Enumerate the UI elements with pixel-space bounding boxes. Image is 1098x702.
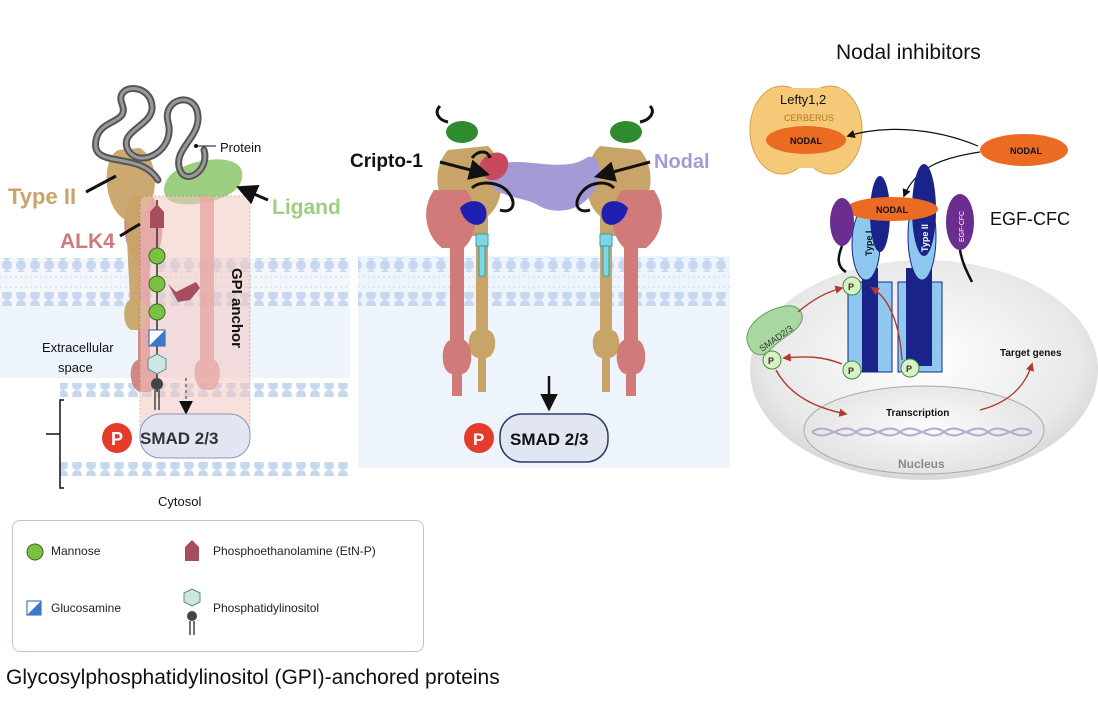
nodal-dimer <box>488 156 600 211</box>
nucleus-label: Nucleus <box>898 457 945 471</box>
legend-glucosamine: Glucosamine <box>51 601 122 615</box>
legend-mannose-icon <box>26 543 44 561</box>
smad-blob-left <box>139 413 251 459</box>
protein-label: Protein <box>220 140 261 155</box>
right-panel: Nodal inhibitors Lefty1,2 CERBERUS NODAL… <box>746 41 1098 480</box>
p-badge-right-3: P <box>848 366 854 376</box>
egf-cfc-label: EGF-CFC <box>990 209 1070 229</box>
cripto-label: Cripto-1 <box>350 151 423 172</box>
smad-label-middle: SMAD 2/3 <box>510 430 588 449</box>
alk4-pointer <box>119 222 141 238</box>
extracellular-label-line1: Extracellular <box>42 340 114 355</box>
nodal-label: Nodal <box>654 151 710 173</box>
nodal-free-label: NODAL <box>1010 146 1042 156</box>
p-badge-left <box>102 423 132 453</box>
middle-left-receptors <box>426 104 502 396</box>
protein-coils-inner <box>94 87 207 182</box>
ligand-label: Ligand <box>272 196 341 219</box>
ligand-pointer <box>236 184 269 205</box>
nodal-bound-label: NODAL <box>790 136 822 146</box>
legend-phosphatidylinositol-icon <box>183 588 201 607</box>
extracellular-label-line2: space <box>58 360 93 375</box>
nodal-bound-blob <box>766 126 846 154</box>
nucleus <box>803 385 1045 475</box>
p-badge-right-1: P <box>848 282 854 292</box>
nodal-pointer <box>593 160 651 182</box>
gpi-chain <box>147 200 200 415</box>
legend-mannose: Mannose <box>51 544 101 558</box>
phosphatidylinositol-glyph <box>147 353 167 375</box>
pathway-arrows <box>775 285 1035 417</box>
legend: Mannose Phosphoethanolamine (EtN-P) Gluc… <box>12 520 424 652</box>
middle-panel: Cripto-1 Nodal SMAD 2/3 P <box>350 104 730 468</box>
smad23-shape <box>746 305 803 356</box>
phospho-badges: P P P P <box>762 276 920 380</box>
dna-helix <box>811 427 1033 437</box>
pi-lipid-head <box>151 378 163 390</box>
right-panel-title: Nodal inhibitors <box>836 41 981 64</box>
p-badge-middle <box>464 423 494 453</box>
cytosol-label: Cytosol <box>158 494 201 509</box>
type-ii-label-right: Type II <box>920 224 930 252</box>
middle-right-receptors <box>586 104 662 396</box>
bind-arrow <box>902 151 981 198</box>
p-badge-right-2: P <box>768 356 774 366</box>
legend-etn-p-icon <box>185 540 199 561</box>
legend-etn-p: Phosphoethanolamine (EtN-P) <box>213 544 376 558</box>
footer-title: Glycosylphosphatidylinositol (GPI)-ancho… <box>6 666 500 689</box>
legend-glyphs <box>26 540 201 635</box>
gpi-anchor-label: GPI anchor <box>228 268 245 348</box>
mannose-glyph <box>148 275 166 293</box>
p-badge-left-text: P <box>111 429 123 449</box>
bracket <box>46 399 64 489</box>
p-badge-right-4: P <box>906 364 912 374</box>
inner-membrane-left <box>60 383 350 476</box>
type-i-label: Type I <box>864 231 874 256</box>
type-ii-receptor-left <box>106 148 155 330</box>
cerberus-label: CERBERUS <box>784 113 834 123</box>
type-ii-label: Type II <box>8 184 76 209</box>
nodal-receptor-complex: NODAL Type I Type II EGF-CFC <box>830 164 974 373</box>
smad-label-left: SMAD 2/3 <box>140 429 218 448</box>
cripto-pointer <box>439 159 491 180</box>
alk4-label: ALK4 <box>60 230 115 253</box>
nodal-free-blob <box>980 134 1068 166</box>
mannose-glyph <box>148 247 166 265</box>
transcription-label: Transcription <box>886 408 949 419</box>
smad-box-middle <box>499 413 609 463</box>
target-genes-label: Target genes <box>1000 348 1062 359</box>
nodal-receptor-label: NODAL <box>876 205 908 215</box>
mannose-glyph <box>148 303 166 321</box>
etn-p-branch-glyph <box>168 282 200 302</box>
egf-cfc-small-label: EGF-CFC <box>959 211 966 242</box>
lefty-label: Lefty1,2 <box>780 92 826 107</box>
left-panel: SMAD 2/3 P Protein Type II Ligand ALK4 G… <box>0 85 350 509</box>
faded-receptor <box>194 196 220 390</box>
legend-phosphatidylinositol: Phosphatidylinositol <box>213 601 320 615</box>
inhibit-arrow <box>846 128 979 147</box>
etn-p-glyph-chain <box>150 204 164 228</box>
type-ii-pointer <box>85 174 117 194</box>
p-badge-middle-text: P <box>473 430 484 449</box>
